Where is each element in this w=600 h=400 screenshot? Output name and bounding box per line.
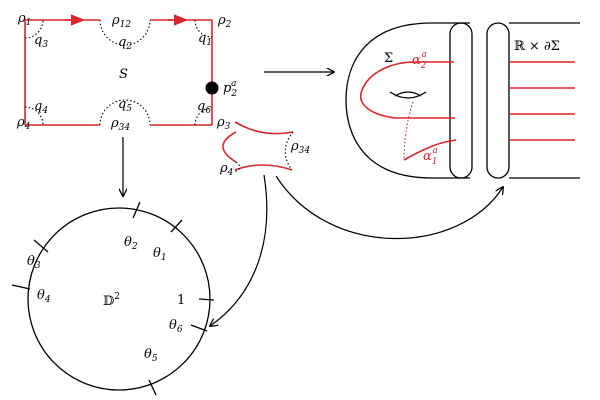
- label-q2: q2: [118, 35, 132, 52]
- label-rho2: ρ2: [217, 13, 232, 30]
- tick-theta4: [11, 284, 31, 290]
- rectangle-s: [24, 14, 219, 126]
- label-disk: 𝔻2: [103, 292, 120, 309]
- hole-upper-curve: [394, 91, 422, 97]
- disk-circle: [27, 207, 211, 391]
- label-rho12: ρ12: [111, 13, 131, 30]
- label-theta5: θ5: [144, 347, 158, 364]
- label-alpha1: α1a: [423, 146, 438, 167]
- sigma-outline: [345, 22, 470, 179]
- hole-lower-curve: [389, 91, 427, 99]
- corner-arc-q2: [99, 19, 151, 46]
- label-alpha2: α2a: [412, 50, 427, 71]
- label-rho4: ρ4: [16, 115, 31, 132]
- boundary-cylinder: [486, 22, 580, 179]
- label-theta6: θ6: [169, 318, 183, 335]
- tick-theta5: [148, 379, 157, 396]
- label-rho1: ρ1: [17, 11, 31, 28]
- cylinder-end: [486, 22, 510, 179]
- tick-theta1: [170, 219, 183, 233]
- alpha2-curve: [359, 61, 455, 119]
- label-q5: q5: [118, 97, 132, 114]
- tick-theta6: [190, 324, 208, 332]
- cylinder-sides: [509, 22, 580, 179]
- label-piece-rho4: ρ4: [219, 161, 234, 178]
- piece-top-curve: [234, 121, 294, 135]
- label-sigma: Σ: [384, 51, 393, 66]
- piece-corner-arc: [233, 161, 241, 173]
- label-q3: q3: [34, 33, 48, 50]
- sigma-boundary-cylinder: [449, 22, 473, 179]
- label-theta3: θ3: [27, 254, 41, 271]
- piece: [222, 121, 294, 173]
- surface-sigma: [345, 22, 473, 179]
- piece-left-curve: [222, 131, 237, 163]
- label-piece-rho34: ρ34: [290, 139, 310, 156]
- disk: [11, 201, 215, 396]
- arrow-piece-to-disk: [210, 174, 268, 326]
- label-q6: q6: [197, 99, 211, 116]
- tick-theta3: [33, 239, 49, 253]
- tick-one: [198, 298, 215, 301]
- label-p2a: p2a: [223, 79, 237, 99]
- label-theta2: θ2: [124, 235, 138, 252]
- piece-bottom-curve: [234, 164, 293, 171]
- label-q1: q1: [198, 31, 212, 48]
- corner-arc-q5: [99, 99, 151, 126]
- label-one: 1: [177, 293, 185, 308]
- label-r-boundary: ℝ × ∂Σ: [514, 39, 560, 54]
- piece-right-arc: [284, 131, 294, 171]
- arrow-to-cylinder: [275, 175, 503, 240]
- label-q4: q4: [34, 99, 48, 116]
- label-rho3: ρ3: [216, 115, 231, 132]
- alpha1-hidden-curve: [403, 101, 414, 161]
- puncture-point: [205, 81, 219, 95]
- tick-theta2: [132, 201, 141, 219]
- alpha1-curve: [403, 139, 457, 161]
- label-s: S: [119, 67, 128, 82]
- label-theta1: θ1: [153, 246, 167, 263]
- label-theta4: θ4: [37, 288, 51, 305]
- label-rho34: ρ34: [110, 116, 130, 133]
